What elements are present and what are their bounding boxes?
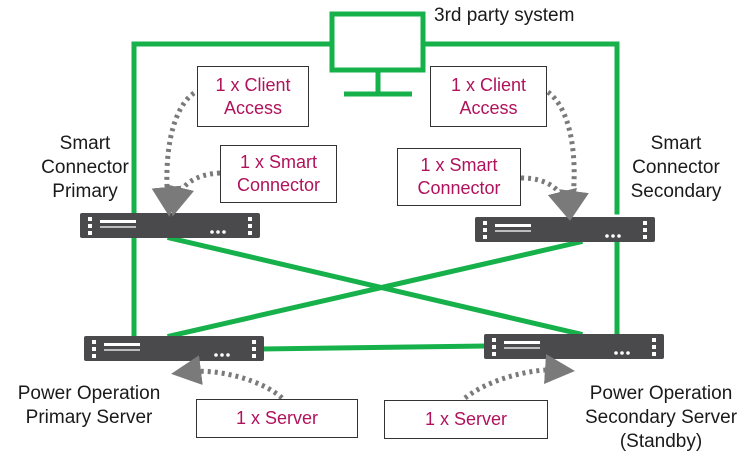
smart-connector-secondary-label: Smart Connector Secondary [630,133,722,202]
license-client-access-left: 1 x Client Access [197,66,309,127]
arrow-smart-connector-right [520,175,577,221]
link-secondary-connector-to-po-primary [167,239,583,339]
arrow-client-access-right [546,90,589,221]
server-rack-icon-smart-connector-secondary [475,217,655,242]
link-third-party-to-primary-connector [131,41,330,216]
arrow-client-access-left [151,90,196,217]
arrow-smart-connector-left [164,170,221,217]
link-third-party-to-secondary-connector [425,41,620,215]
license-server-left: 1 x Server [196,399,358,438]
po-primary-label: Power Operation Primary Server [17,383,161,428]
arrow-server-right [463,354,575,400]
link-primary-connector-to-po-secondary [166,234,584,338]
server-rack-icon-po-secondary [484,334,664,359]
server-rack-icon-smart-connector-primary [80,213,260,238]
license-smart-connector-right: 1 x Smart Connector [397,148,521,206]
smart-connector-primary-label: Smart Connector Primary [41,133,129,202]
connection-lines [131,41,620,352]
server-rack-icon-po-primary [84,336,264,361]
arrow-server-left [171,355,284,400]
monitor-icon [329,11,426,97]
license-smart-connector-left: 1 x Smart Connector [220,145,337,203]
po-secondary-label: Power Operation Secondary Server (Standb… [584,383,738,452]
third-party-label: 3rd party system [434,5,575,26]
link-po-primary-to-po-secondary [259,343,487,352]
license-client-access-right: 1 x Client Access [430,66,547,127]
license-server-right: 1 x Server [384,400,548,439]
license-arrows [151,90,589,400]
